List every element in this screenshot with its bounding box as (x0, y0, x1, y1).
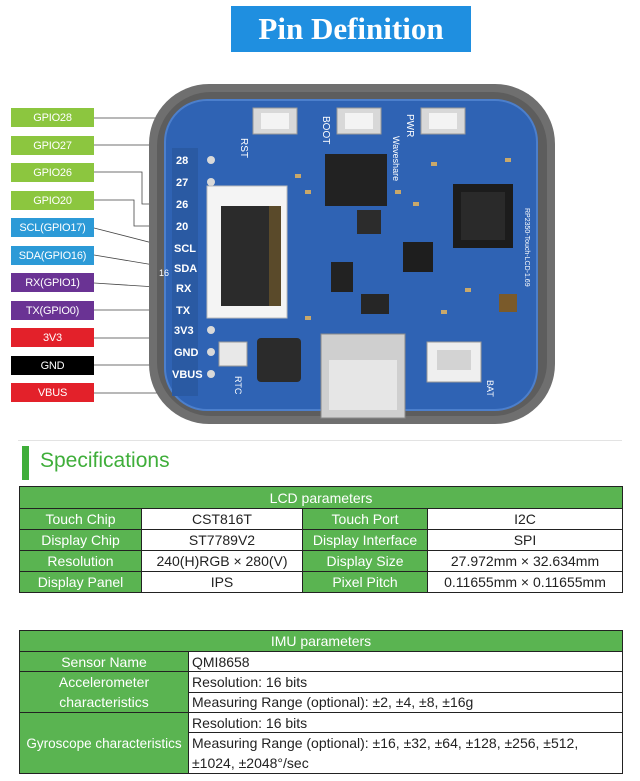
imu-table-header: IMU parameters (18, 630, 624, 652)
rtc-connector (218, 341, 248, 367)
header-pin-gnd: GND (174, 347, 199, 359)
table-cell: Resolution (19, 550, 142, 572)
silk-brand: Waveshare (391, 136, 401, 181)
top-buttons (252, 107, 466, 135)
table-cell: Touch Port (302, 508, 428, 530)
table-cell: I2C (426, 508, 624, 530)
pin-label-gpio26: GPIO26 (11, 163, 94, 182)
header-pin-vbus: VBUS (172, 369, 203, 381)
gyroscope-label: Gyroscope characteristics (19, 712, 189, 774)
pin-label-gpio27: GPIO27 (11, 136, 94, 155)
table-row: Measuring Range (optional): ±2, ±4, ±8, … (20, 691, 624, 713)
table-row: Sensor Name QMI8658 (19, 651, 624, 672)
header-pin-20: 20 (176, 221, 188, 233)
table-cell: Touch Chip (19, 508, 142, 530)
spec-divider (18, 440, 622, 441)
silk-pwr: PWR (404, 114, 415, 137)
table-row: Display Panel IPS Pixel Pitch 0.11655mm … (19, 571, 624, 593)
silk-number: 16 (159, 268, 169, 278)
pin-label-gnd: GND (11, 356, 94, 375)
accelerometer-label-line-1: Accelerometer (58, 674, 150, 690)
pin-label-gpio20: GPIO20 (11, 191, 94, 210)
pin-label-sda: SDA(GPIO16) (11, 246, 94, 265)
table-row: Accelerometer characteristics Resolution… (19, 671, 624, 713)
table-cell: Display Panel (19, 571, 142, 593)
table-cell: IPS (141, 571, 303, 593)
accelerometer-resolution: Resolution: 16 bits (187, 671, 624, 693)
accelerometer-label: Accelerometer characteristics (19, 671, 189, 713)
imu-parameters-table: IMU parameters Sensor Name QMI8658 Accel… (18, 630, 624, 774)
gyroscope-range: Measuring Range (optional): ±16, ±32, ±6… (187, 732, 624, 774)
page-title: Pin Definition (231, 6, 471, 52)
pin-label-scl: SCL(GPIO17) (11, 218, 94, 237)
table-cell: Pixel Pitch (302, 571, 428, 593)
table-cell: CST816T (141, 508, 303, 530)
flash-chip (325, 154, 387, 206)
gyroscope-range-line-2: ±1024, ±2048°/sec (192, 755, 309, 771)
header-pin-rx: RX (176, 283, 192, 295)
table-cell: ST7789V2 (141, 529, 303, 551)
table-cell: 0.11655mm × 0.11655mm (426, 571, 624, 593)
table-row: Measuring Range (optional): ±16, ±32, ±6… (20, 732, 624, 774)
pin-label-rx: RX(GPIO1) (11, 273, 94, 292)
silk-rtc: RTC (233, 376, 243, 395)
inductor (257, 338, 301, 382)
silk-model: RP2350-Touch-LCD-1.69 (523, 208, 530, 287)
table-row: Display Chip ST7789V2 Display Interface … (19, 529, 624, 551)
pin-label-vbus: VBUS (11, 383, 94, 402)
board-illustration: 28 27 26 20 SCL SDA RX TX 3V3 GND VBUS 1… (149, 84, 555, 424)
header-pin-28: 28 (176, 155, 188, 167)
gyroscope-range-line-1: Measuring Range (optional): ±16, ±32, ±6… (192, 735, 579, 751)
silk-rst: RST (238, 138, 249, 158)
table-cell: SPI (426, 529, 624, 551)
accelerometer-range: Measuring Range (optional): ±2, ±4, ±8, … (187, 691, 624, 713)
gyroscope-resolution: Resolution: 16 bits (187, 712, 624, 733)
table-row: Touch Chip CST816T Touch Port I2C (19, 508, 624, 530)
header-strip (172, 148, 198, 396)
pcb-board (165, 100, 537, 410)
lcd-parameters-table: LCD parameters Touch Chip CST816T Touch … (18, 486, 624, 593)
silk-bat: BAT (485, 380, 495, 397)
specifications-heading: Specifications (40, 449, 170, 472)
table-row: Gyroscope characteristics Resolution: 16… (19, 712, 624, 774)
table-cell: 27.972mm × 32.634mm (426, 550, 624, 572)
pin-label-tx: TX(GPIO0) (11, 301, 94, 320)
table-cell: Display Size (302, 550, 428, 572)
spec-accent-bar (22, 446, 29, 480)
header-pin-27: 27 (176, 177, 188, 189)
silk-boot: BOOT (320, 116, 331, 144)
header-pin-sda: SDA (174, 263, 197, 275)
accelerometer-label-line-2: characteristics (59, 694, 149, 710)
table-cell: Display Chip (19, 529, 142, 551)
header-pin-26: 26 (176, 199, 188, 211)
table-row: Resolution 240(H)RGB × 280(V) Display Si… (19, 550, 624, 572)
header-pin-scl: SCL (174, 243, 196, 255)
table-cell: Display Interface (302, 529, 428, 551)
lcd-table-header: LCD parameters (18, 486, 624, 509)
pin-label-3v3: 3V3 (11, 328, 94, 347)
pin-label-gpio28: GPIO28 (11, 108, 94, 127)
sensor-name-value: QMI8658 (187, 651, 624, 672)
header-pin-3v3: 3V3 (174, 325, 194, 337)
sensor-name-label: Sensor Name (19, 651, 189, 672)
table-cell: 240(H)RGB × 280(V) (141, 550, 303, 572)
header-pin-tx: TX (176, 305, 191, 317)
imu-chip (331, 262, 353, 292)
